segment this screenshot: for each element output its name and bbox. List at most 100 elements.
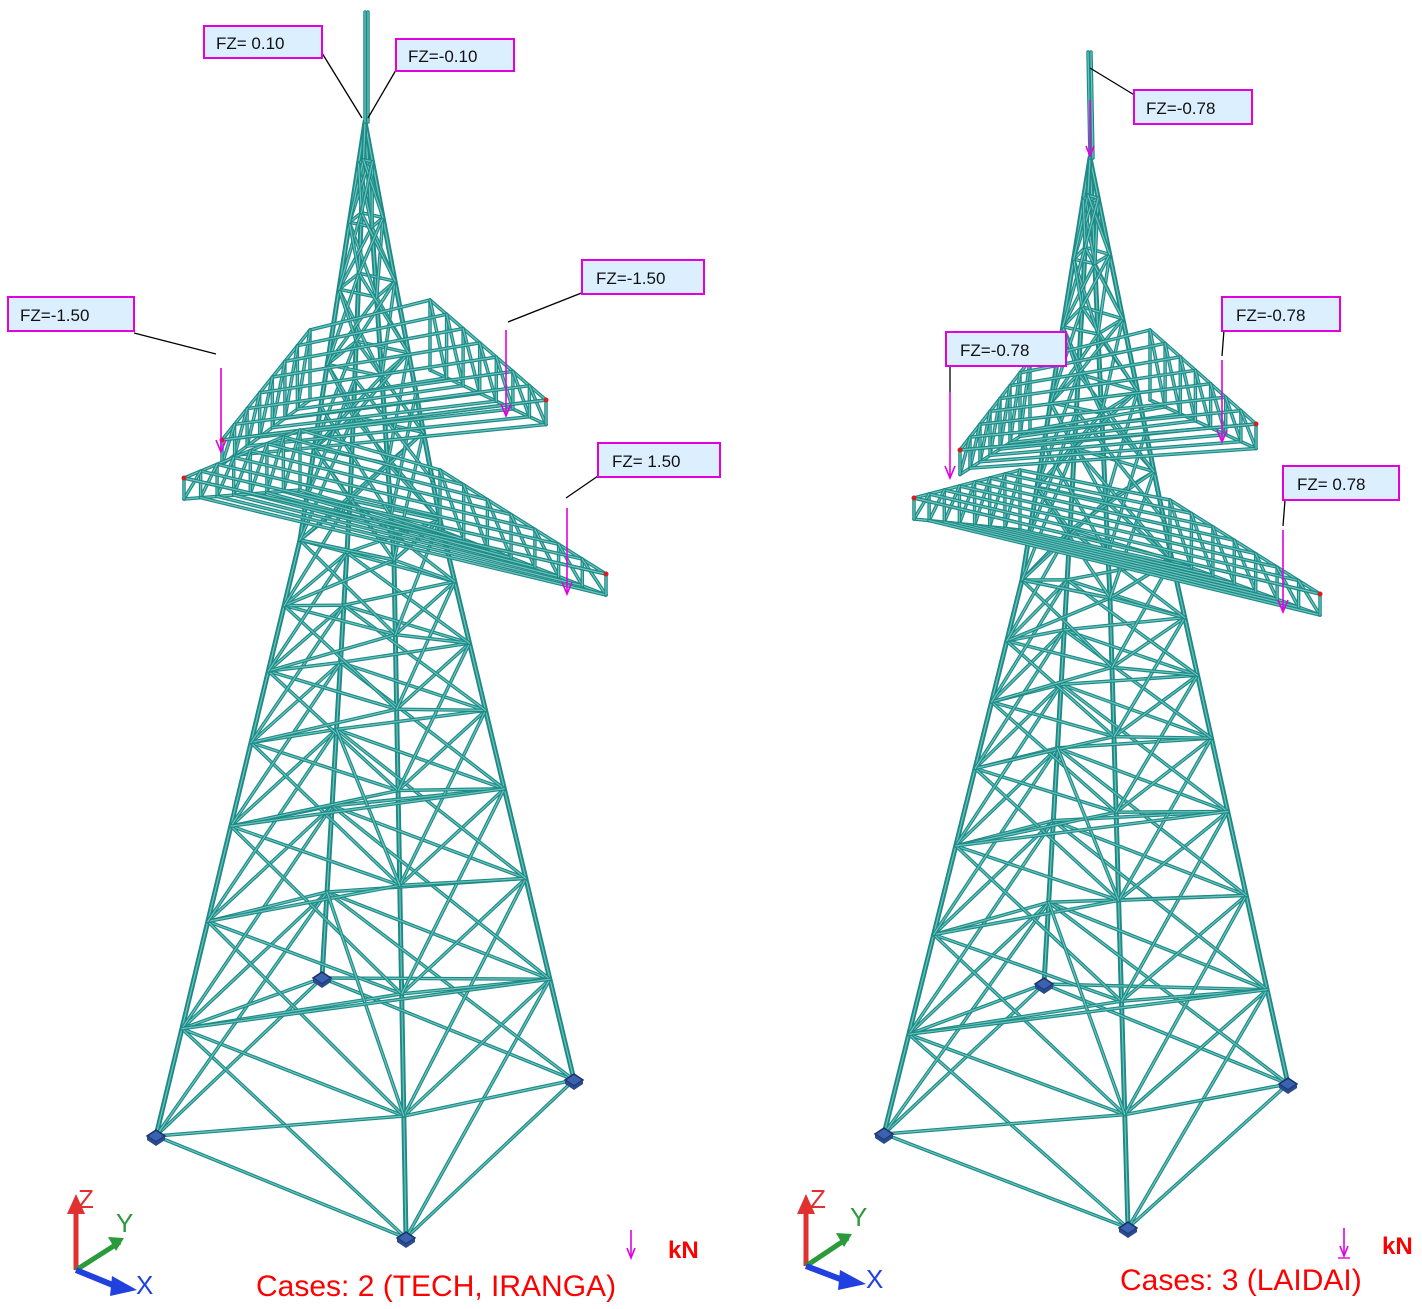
truss-member-highlight: [990, 629, 1065, 703]
unit-arrowhead: [1339, 1245, 1349, 1259]
truss-member-highlight: [397, 709, 487, 792]
load-label-box: [945, 331, 1067, 367]
truss-member-highlight: [1019, 342, 1166, 374]
load-case-label-left: Cases: 2 (TECH, IRANGA): [256, 1270, 616, 1303]
truss-member-highlight: [405, 1079, 575, 1239]
truss-member-highlight: [283, 604, 398, 710]
load-labels-left: FZ= 0.10 FZ=-0.10 FZ=-1.50 FZ=-1.50 FZ= …: [7, 25, 721, 597]
truss-member-highlight: [1029, 406, 1166, 431]
load-label-box: [7, 296, 135, 332]
truss-member-highlight: [267, 670, 398, 710]
node-marker: [1253, 421, 1259, 427]
z-axis-arrowhead: [67, 1194, 85, 1214]
truss-member-highlight: [990, 666, 1113, 703]
z-axis-arrowhead: [797, 1194, 815, 1214]
leader-line: [507, 291, 585, 323]
truss-member-highlight: [284, 328, 464, 362]
support-base-icon: [1035, 984, 1053, 994]
truss-member-highlight: [1060, 674, 1199, 686]
truss-member-highlight: [249, 443, 268, 495]
truss-member-highlight: [1073, 258, 1083, 308]
truss-member-highlight: [1124, 989, 1268, 1116]
truss-member-highlight: [1062, 246, 1086, 328]
truss-member-highlight: [230, 825, 401, 887]
truss-member-highlight: [958, 485, 1257, 555]
truss-member-highlight: [1149, 329, 1166, 408]
truss-member-highlight: [271, 342, 481, 378]
load-label-box: [581, 259, 705, 295]
truss-member-highlight: [989, 526, 1235, 585]
truss-member-highlight: [405, 978, 551, 1239]
truss-member-highlight: [1081, 253, 1111, 308]
truss-member-highlight: [928, 489, 945, 522]
truss-member-highlight: [397, 642, 471, 792]
truss-member-highlight: [339, 642, 471, 664]
truss-member-highlight: [282, 436, 465, 486]
truss-member-highlight: [320, 405, 392, 517]
truss-member-highlight: [1115, 737, 1213, 813]
truss-member-highlight: [1043, 983, 1268, 991]
truss-member-highlight: [364, 121, 395, 561]
y-axis-label: Y: [850, 1202, 867, 1232]
truss-member-highlight: [1104, 390, 1139, 502]
truss-member-highlight: [955, 845, 1123, 1002]
truss-member-highlight: [1084, 246, 1111, 256]
truss-member-highlight: [283, 604, 396, 636]
truss-member-highlight: [999, 369, 1197, 400]
truss-member-highlight: [271, 400, 497, 429]
truss-member-highlight: [181, 977, 323, 1030]
truss-member-highlight: [1009, 420, 1197, 444]
truss-member-highlight: [401, 788, 505, 995]
x-axis-label: X: [866, 1264, 883, 1294]
truss-member-highlight: [1056, 747, 1229, 813]
truss-member-highlight: [989, 434, 1227, 456]
node-marker: [543, 397, 549, 403]
truss-member-highlight: [348, 159, 365, 223]
truss-member-highlight: [216, 463, 560, 545]
truss-member-highlight: [913, 497, 1321, 595]
truss-member-highlight: [883, 901, 1050, 1135]
truss-member-highlight: [338, 288, 378, 298]
truss-member-highlight: [283, 559, 395, 607]
truss-member-highlight: [200, 463, 218, 499]
load-label: FZ=-0.78: [960, 341, 1029, 360]
truss-member-highlight: [283, 551, 348, 607]
truss-member-highlight: [246, 370, 514, 410]
truss-member-highlight: [249, 493, 536, 568]
load-label: FZ= 0.78: [1297, 475, 1366, 494]
truss-member-highlight: [1073, 194, 1089, 260]
load-arrowhead: [215, 439, 227, 455]
truss-member-highlight: [1048, 901, 1268, 991]
node-marker: [603, 571, 609, 577]
truss-member-highlight: [969, 410, 1242, 438]
truss-member-highlight: [207, 920, 403, 995]
truss-member-highlight: [336, 728, 505, 790]
truss-member-highlight: [439, 519, 575, 1081]
axes-triad-right: Z Y X: [797, 1184, 883, 1294]
truss-member-highlight: [429, 299, 547, 401]
load-label: FZ=-1.50: [596, 269, 665, 288]
truss-member-highlight: [928, 493, 1300, 582]
truss-member-highlight: [349, 499, 441, 521]
truss-member-highlight: [250, 604, 345, 744]
truss-member-highlight: [974, 767, 1117, 813]
load-arrowhead: [1216, 429, 1228, 445]
truss-member-highlight: [403, 877, 527, 1117]
axes-triad-left: Z Y X: [67, 1184, 153, 1300]
truss-member-highlight: [446, 313, 464, 387]
truss-member-highlight: [207, 884, 401, 923]
truss-member-highlight: [326, 891, 551, 980]
truss-member-highlight: [1115, 674, 1199, 813]
truss-member-highlight: [401, 877, 527, 995]
unit-label: kN: [668, 1237, 699, 1264]
truss-member-highlight: [1021, 579, 1111, 599]
truss-member-highlight: [1063, 629, 1213, 739]
truss-member-highlight: [1225, 396, 1242, 443]
load-label-box: [395, 38, 515, 72]
truss-member-highlight: [933, 819, 1055, 936]
y-axis-arrowhead: [836, 1233, 852, 1247]
truss-member-highlight: [1019, 529, 1193, 569]
leader-line: [1089, 67, 1137, 97]
leader-line: [565, 475, 599, 499]
